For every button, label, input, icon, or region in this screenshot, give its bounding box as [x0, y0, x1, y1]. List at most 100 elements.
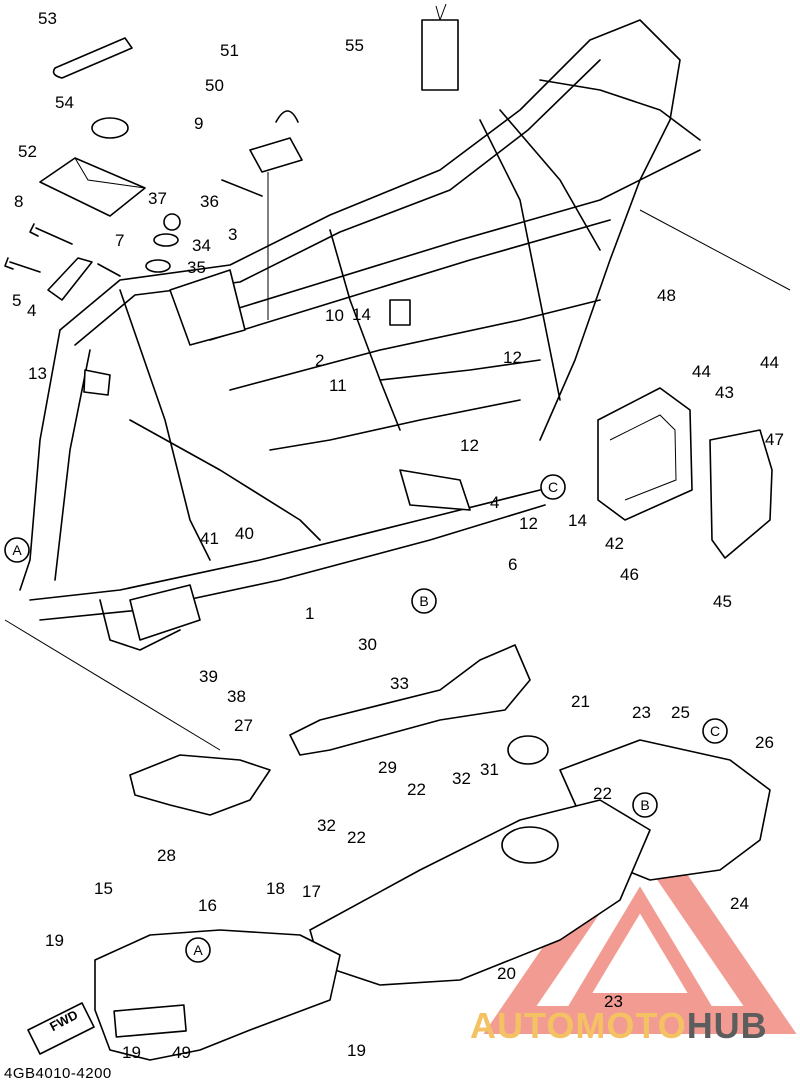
callout-50: 50 — [205, 76, 224, 95]
callout-19-c: 19 — [347, 1041, 366, 1060]
main-frame — [19, 19, 701, 651]
fwd-arrow — [27, 1002, 95, 1055]
clip-51 — [275, 110, 299, 123]
callout-23: 23 — [632, 703, 651, 722]
callout-30: 30 — [358, 635, 377, 654]
boot-20 — [501, 826, 559, 864]
callout-33: 33 — [390, 674, 409, 693]
drawing-code: 4GB4010-4200 — [4, 1065, 112, 1082]
callout-44: 44 — [692, 362, 711, 381]
ref-c-2 — [702, 718, 728, 744]
bolt-7 — [97, 263, 121, 277]
guard-29 — [289, 644, 531, 756]
callout-51: 51 — [220, 41, 239, 60]
callout-23-b: 23 — [604, 992, 623, 1011]
watermark-part-hub: HUB — [686, 1005, 768, 1046]
callout-52: 52 — [18, 142, 37, 161]
callout-45: 45 — [713, 592, 732, 611]
bolt-8 — [29, 223, 73, 245]
callout-12-b: 12 — [460, 436, 479, 455]
callout-21: 21 — [571, 692, 590, 711]
callout-20: 20 — [497, 964, 516, 983]
plate-4-top — [47, 257, 93, 301]
callout-12: 12 — [503, 348, 522, 367]
ref-marker-a-2: A — [193, 942, 203, 958]
callout-19-a: 19 — [45, 931, 64, 950]
watermark-text: AUTOMOTOHUB — [470, 1005, 768, 1047]
washer-37 — [163, 213, 181, 231]
ref-marker-b-2: B — [640, 797, 650, 813]
watermark-part-moto: MOTO — [575, 1005, 687, 1046]
bracket-45 — [709, 429, 773, 559]
watermark-part-auto: AUTO — [470, 1005, 576, 1046]
callout-35: 35 — [187, 258, 206, 277]
callout-14: 14 — [352, 305, 371, 324]
callout-17: 17 — [302, 882, 321, 901]
callout-53: 53 — [38, 9, 57, 28]
ref-marker-a-1: A — [12, 542, 22, 558]
callout-12-c: 12 — [519, 514, 538, 533]
ref-marker-b-1: B — [419, 593, 429, 609]
ref-b-1 — [411, 588, 437, 614]
plate-20 — [309, 799, 651, 986]
washer-34 — [153, 233, 179, 247]
ref-b-2 — [632, 792, 658, 818]
callout-49: 49 — [172, 1043, 191, 1062]
ref-marker-c-1: C — [547, 479, 559, 495]
callout-44-b: 44 — [760, 353, 779, 372]
callout-29: 29 — [378, 758, 397, 777]
callout-9: 9 — [194, 114, 204, 133]
callout-24: 24 — [730, 894, 749, 913]
callout-28: 28 — [157, 846, 176, 865]
callout-55: 55 — [345, 36, 364, 55]
callout-42: 42 — [605, 534, 624, 553]
callout-22-c: 22 — [347, 828, 366, 847]
pouch-52 — [39, 157, 146, 217]
ref-a-2 — [185, 937, 211, 963]
callout-19-b: 19 — [122, 1043, 141, 1062]
tag-53 — [52, 37, 133, 79]
callout-36: 36 — [200, 192, 219, 211]
callout-22-a: 22 — [407, 780, 426, 799]
callout-25: 25 — [671, 703, 690, 722]
ref-marker-c-2: C — [709, 723, 721, 739]
callout-2: 2 — [315, 351, 325, 370]
callout-18: 18 — [266, 879, 285, 898]
callout-15: 15 — [94, 879, 113, 898]
ref-a-1 — [4, 537, 30, 563]
callout-32-b: 32 — [317, 816, 336, 835]
callout-37: 37 — [148, 189, 167, 208]
callout-43: 43 — [715, 383, 734, 402]
callout-3: 3 — [228, 225, 238, 244]
callout-8: 8 — [14, 192, 24, 211]
guard-27 — [129, 754, 271, 816]
plate-15 — [94, 929, 341, 1061]
grille-49 — [113, 1004, 187, 1038]
callout-26: 26 — [755, 733, 774, 752]
callout-27: 27 — [234, 716, 253, 735]
bracket-42 — [597, 387, 693, 521]
callout-41: 41 — [200, 529, 219, 548]
leader-A — [4, 619, 221, 751]
bolt-9 — [221, 179, 263, 197]
callout-54: 54 — [55, 93, 74, 112]
callout-4-b: 4 — [490, 493, 500, 512]
callout-40: 40 — [235, 524, 254, 543]
ref-c-1 — [540, 474, 566, 500]
callout-31: 31 — [480, 760, 499, 779]
leader-48 — [639, 209, 791, 291]
callout-39: 39 — [199, 667, 218, 686]
callout-5: 5 — [12, 291, 22, 310]
callout-48: 48 — [657, 286, 676, 305]
callout-47: 47 — [765, 430, 784, 449]
label-55 — [421, 19, 459, 91]
callout-4: 4 — [27, 301, 37, 320]
ring-54 — [91, 117, 129, 139]
callout-32: 32 — [452, 769, 471, 788]
callout-1: 1 — [305, 604, 315, 623]
callout-22-b: 22 — [593, 784, 612, 803]
callout-10: 10 — [325, 306, 344, 325]
wire-55 — [435, 3, 447, 21]
callout-7: 7 — [115, 231, 125, 250]
